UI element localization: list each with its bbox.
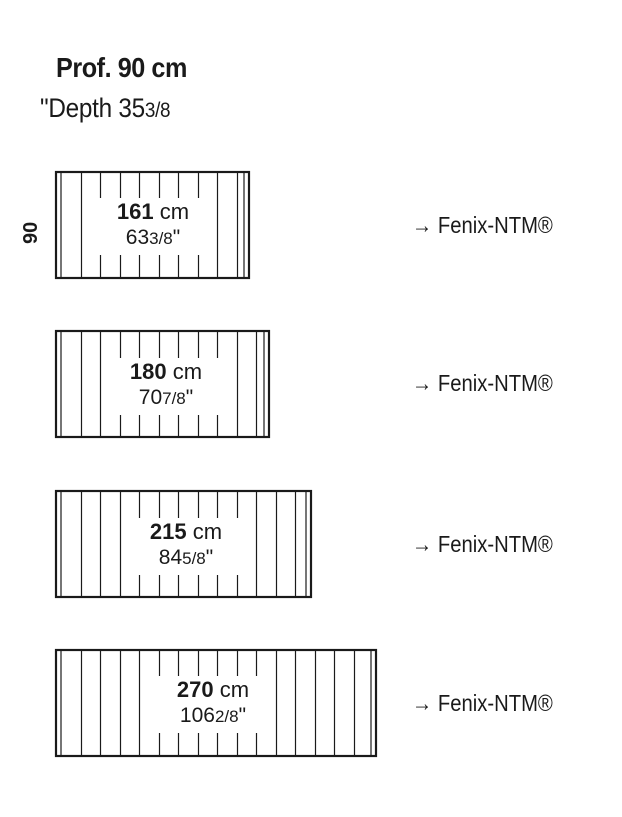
table-3-in-whole: 84 bbox=[158, 546, 183, 569]
table-2-in-whole: 70 bbox=[138, 386, 163, 409]
table-3-cm-unit: cm bbox=[192, 519, 223, 544]
table-1-cm-value: 161 bbox=[116, 199, 154, 224]
table-1-finish-arrow: → bbox=[412, 212, 433, 238]
table-3-inches: 845/8" bbox=[136, 547, 236, 568]
depth-subtitle: "Depth 353/8 bbox=[40, 93, 171, 124]
table-2-cm-unit: cm bbox=[172, 359, 203, 384]
table-4-outline bbox=[54, 648, 378, 758]
table-1-in-frac: 3/8 bbox=[149, 229, 173, 248]
table-1-cm: 161 cm bbox=[103, 201, 203, 223]
subtitle-text: "Depth 35 bbox=[40, 93, 145, 123]
table-4-finish-name: Fenix-NTM® bbox=[437, 690, 553, 716]
table-1-in-whole: 63 bbox=[125, 226, 150, 249]
table-3-in-mark: " bbox=[205, 546, 214, 569]
table-4-in-whole: 106 bbox=[179, 704, 215, 727]
table-1-finish-name: Fenix-NTM® bbox=[437, 212, 553, 238]
table-2-in-mark: " bbox=[185, 386, 194, 409]
table-1-outline bbox=[54, 170, 251, 280]
table-2-finish-name: Fenix-NTM® bbox=[437, 370, 553, 396]
table-3-finish-name: Fenix-NTM® bbox=[437, 531, 553, 557]
table-2-cm: 180 cm bbox=[116, 361, 216, 383]
table-1-in-mark: " bbox=[172, 226, 181, 249]
table-4-dimensions: 270 cm 1062/8" bbox=[163, 679, 263, 727]
page-title: Prof. 90 cm bbox=[56, 52, 187, 83]
table-3-outline bbox=[54, 489, 313, 599]
table-2-inches: 707/8" bbox=[116, 387, 216, 408]
table-3-cm-value: 215 bbox=[149, 519, 187, 544]
subtitle-fraction: 3/8 bbox=[144, 99, 171, 122]
table-1-finish: → Fenix-NTM® bbox=[412, 212, 553, 239]
table-2-cm-value: 180 bbox=[129, 359, 167, 384]
table-2-finish-arrow: → bbox=[412, 370, 433, 396]
table-3-finish: → Fenix-NTM® bbox=[412, 531, 553, 558]
table-4-finish: → Fenix-NTM® bbox=[412, 690, 553, 717]
table-4-cm-value: 270 bbox=[176, 677, 214, 702]
table-2-finish: → Fenix-NTM® bbox=[412, 370, 553, 397]
table-1-cm-unit: cm bbox=[159, 199, 190, 224]
table-outlines bbox=[54, 170, 378, 758]
table-2-in-frac: 7/8 bbox=[162, 389, 186, 408]
table-4-in-frac: 2/8 bbox=[214, 707, 239, 726]
table-3-dimensions: 215 cm 845/8" bbox=[136, 521, 236, 569]
table-1-dimensions: 161 cm 633/8" bbox=[103, 201, 203, 249]
table-2-outline bbox=[54, 329, 271, 439]
table-4-cm-unit: cm bbox=[219, 677, 250, 702]
table-1-inches: 633/8" bbox=[103, 227, 203, 248]
table-3-finish-arrow: → bbox=[412, 531, 433, 557]
table-4-finish-arrow: → bbox=[412, 690, 433, 716]
table-4-cm: 270 cm bbox=[163, 679, 263, 701]
table-4-in-mark: " bbox=[238, 704, 247, 727]
table-4-inches: 1062/8" bbox=[163, 705, 263, 726]
table-3-cm: 215 cm bbox=[136, 521, 236, 543]
table-2-dimensions: 180 cm 707/8" bbox=[116, 361, 216, 409]
table-3-in-frac: 5/8 bbox=[182, 549, 206, 568]
